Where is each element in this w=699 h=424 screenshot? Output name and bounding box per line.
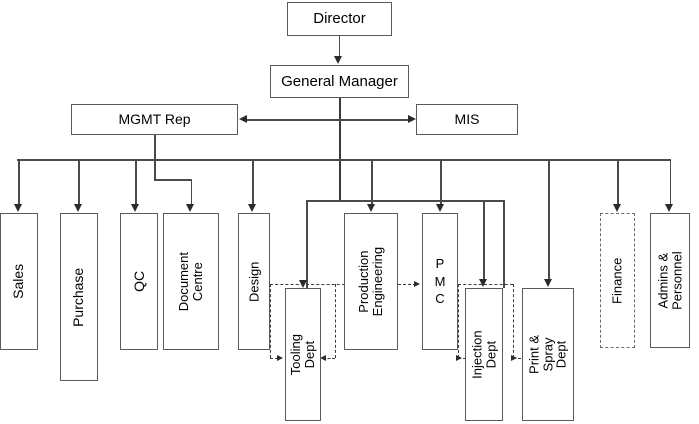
node-production-engineering[interactable]: Production Engineering	[344, 213, 398, 350]
node-qc[interactable]: QC	[120, 213, 158, 350]
arrowhead-purchase	[74, 204, 82, 212]
dashed-pmc-right-run	[458, 284, 513, 285]
node-mis[interactable]: MIS	[416, 104, 518, 135]
node-qc-label: QC	[130, 271, 147, 292]
connector-gm-trunk	[338, 98, 341, 200]
dashed-injection-left-drop	[458, 284, 459, 358]
drop-production-engineering	[371, 159, 373, 205]
department-bus	[17, 159, 671, 161]
node-director-label: Director	[313, 10, 366, 28]
arrowhead-print-spray-dept	[544, 279, 552, 287]
connector-mgmtrep-mis	[246, 119, 408, 121]
dashed-prodeng-to-pmc	[398, 284, 416, 285]
arrowhead-gm	[334, 56, 342, 64]
arrowhead-finance	[613, 204, 621, 212]
arrowhead-dashed-printspray	[511, 355, 517, 361]
node-pmc-label: P M C	[434, 256, 446, 307]
node-mgmt-rep[interactable]: MGMT Rep	[71, 104, 238, 135]
arrowhead-sales	[14, 204, 22, 212]
drop-admins-personnel	[669, 159, 671, 205]
node-general-manager[interactable]: General Manager	[270, 65, 409, 98]
arrowhead-admins-personnel	[665, 204, 673, 212]
node-design[interactable]: Design	[238, 213, 270, 350]
drop-mgmtrep-stem	[154, 135, 156, 180]
arrowhead-mgmtrep	[239, 115, 247, 123]
arrowhead-pmc	[436, 204, 444, 212]
node-production-engineering-label: Production Engineering	[356, 246, 386, 317]
node-admins-personnel[interactable]: Admins & Personnel	[650, 213, 690, 348]
dashed-right-drop-to-tooling	[335, 284, 336, 358]
arrowhead-production-engineering	[367, 204, 375, 212]
node-document-centre[interactable]: Document Centre	[163, 213, 219, 350]
dashed-left-outer-drop	[270, 284, 271, 358]
dashed-injection-right-drop	[513, 284, 514, 358]
node-mgmt-rep-label: MGMT Rep	[118, 111, 191, 128]
node-purchase[interactable]: Purchase	[60, 213, 98, 381]
drop-design	[252, 159, 254, 205]
drop-pmc	[440, 159, 442, 205]
node-admins-personnel-label: Admins & Personnel	[655, 251, 685, 310]
drop-document-centre	[190, 179, 192, 205]
arrowhead-mis	[408, 115, 416, 123]
arrowhead-document-centre	[186, 204, 194, 212]
dashed-prodeng-left-run	[270, 284, 345, 285]
arrowhead-dashed-pmc	[414, 281, 420, 287]
node-injection-dept-label: Injection Dept	[469, 330, 499, 379]
dashed-right-into-tooling	[323, 358, 335, 359]
node-print-spray-dept-label: Print & Spray Dept	[526, 334, 569, 375]
node-document-centre-label: Document Centre	[176, 251, 205, 312]
node-tooling-dept[interactable]: Tooling Dept	[285, 288, 321, 421]
node-design-label: Design	[246, 261, 262, 302]
drop-finance	[617, 159, 619, 205]
node-general-manager-label: General Manager	[281, 72, 398, 90]
arrowhead-dashed-tooling-left	[277, 355, 283, 361]
drop-sales	[18, 159, 20, 205]
node-director[interactable]: Director	[287, 2, 392, 36]
arrowhead-qc	[131, 204, 139, 212]
node-tooling-dept-label: Tooling Dept	[288, 333, 318, 376]
node-print-spray-dept[interactable]: Print & Spray Dept	[522, 288, 574, 421]
drop-qc	[135, 159, 137, 205]
jog-mgmtrep-to-doccentre	[154, 179, 192, 181]
drop-print-spray-dept	[548, 159, 550, 280]
production-subbus	[306, 200, 504, 202]
subbus-right-riser	[503, 200, 505, 288]
drop-injection-dept	[483, 200, 485, 280]
node-sales[interactable]: Sales	[0, 213, 38, 350]
dashed-into-injection-left	[458, 358, 466, 359]
arrowhead-dashed-tooling-right	[320, 355, 326, 361]
subbus-left-riser	[306, 200, 308, 288]
arrowhead-design	[248, 204, 256, 212]
node-sales-label: Sales	[10, 263, 27, 300]
node-injection-dept[interactable]: Injection Dept	[465, 288, 503, 421]
node-mis-label: MIS	[454, 111, 480, 128]
dashed-left-into-tooling	[270, 358, 278, 359]
node-finance-label: Finance	[609, 257, 625, 304]
node-finance[interactable]: Finance	[600, 213, 635, 348]
connector-director-to-gm	[338, 36, 340, 57]
node-pmc[interactable]: P M C	[422, 213, 458, 350]
drop-purchase	[78, 159, 80, 205]
dashed-into-printspray	[513, 358, 521, 359]
arrowhead-injection-dept	[479, 279, 487, 287]
arrowhead-dashed-injection-left	[456, 355, 462, 361]
node-purchase-label: Purchase	[70, 267, 87, 327]
